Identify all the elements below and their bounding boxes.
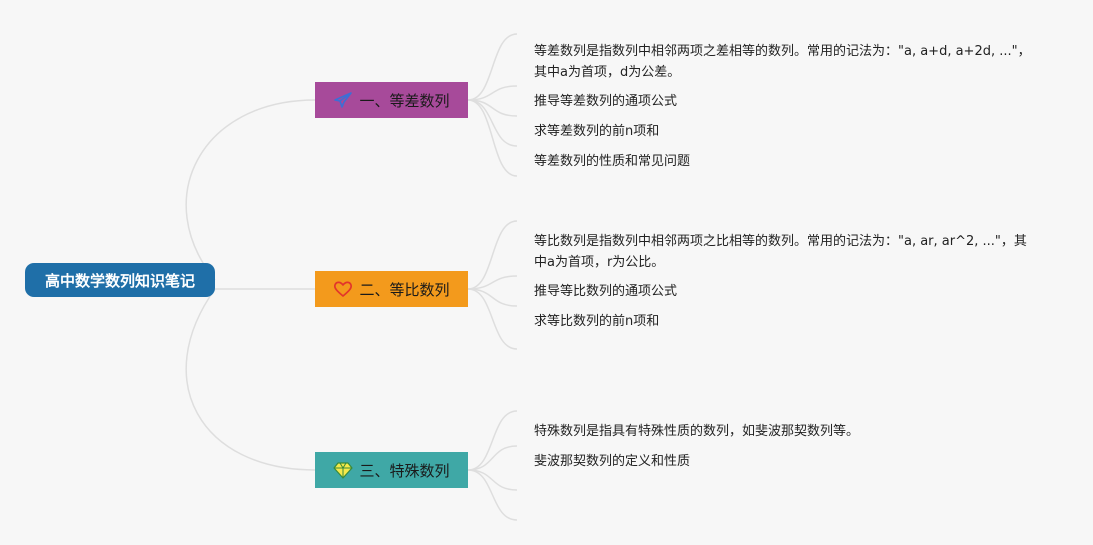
branch-1-leaf-line — [467, 99, 518, 177]
branch-title: 一、等差数列 — [359, 91, 450, 110]
branch-2-leaf-line — [467, 288, 518, 350]
branch-2-leaf-line — [467, 220, 518, 290]
leaf-item[interactable]: 特殊数列是指具有特殊性质的数列，如斐波那契数列等。 — [534, 421, 1034, 442]
leaf-text: 求等比数列的前n项和 — [534, 314, 660, 329]
branch-3-leaf-line — [467, 469, 518, 491]
leaf-item[interactable]: 等差数列的性质和常见问题 — [534, 151, 1034, 172]
branch-node-special[interactable]: 三、特殊数列 — [315, 452, 468, 488]
leaf-text: 求等差数列的前n项和 — [534, 124, 660, 139]
root-to-branch-1-line — [185, 99, 316, 281]
paper-plane-icon — [333, 90, 353, 110]
heart-icon — [333, 279, 353, 299]
leaf-text: 等比数列是指数列中相邻两项之比相等的数列。常用的记法为："a, ar, ar^2… — [534, 234, 1027, 270]
leaf-text: 推导等差数列的通项公式 — [534, 94, 678, 109]
leaf-text: 等差数列是指数列中相邻两项之差相等的数列。常用的记法为："a, a+d, a+2… — [534, 44, 1031, 80]
root-title: 高中数学数列知识笔记 — [44, 271, 195, 290]
leaf-text: 等差数列的性质和常见问题 — [534, 154, 691, 169]
diamond-icon — [333, 460, 354, 480]
leaf-item[interactable]: 求等比数列的前n项和 — [534, 311, 1034, 332]
branch-3-leaf-line — [467, 469, 518, 521]
root-node[interactable]: 高中数学数列知识笔记 — [25, 263, 215, 297]
leaf-text: 特殊数列是指具有特殊性质的数列，如斐波那契数列等。 — [534, 424, 860, 439]
leaf-item[interactable]: 等差数列是指数列中相邻两项之差相等的数列。常用的记法为："a, a+d, a+2… — [534, 41, 1034, 83]
branch-title: 三、特殊数列 — [359, 461, 450, 480]
root-to-branch-3-line — [185, 288, 316, 471]
branch-1-leaf-line — [467, 33, 518, 101]
branch-2-leaf-line — [467, 288, 518, 307]
branch-node-arithmetic[interactable]: 一、等差数列 — [315, 82, 468, 118]
leaf-text: 斐波那契数列的定义和性质 — [534, 454, 691, 469]
leaf-item[interactable]: 推导等差数列的通项公式 — [534, 91, 1034, 112]
leaf-item[interactable]: 推导等比数列的通项公式 — [534, 281, 1034, 302]
branch-3-leaf-line — [467, 445, 518, 471]
branch-node-geometric[interactable]: 二、等比数列 — [315, 271, 468, 307]
branch-title: 二、等比数列 — [359, 280, 450, 299]
branch-2-leaf-line — [467, 275, 518, 290]
leaf-text: 推导等比数列的通项公式 — [534, 284, 678, 299]
leaf-item[interactable]: 求等差数列的前n项和 — [534, 121, 1034, 142]
leaf-item[interactable]: 等比数列是指数列中相邻两项之比相等的数列。常用的记法为："a, ar, ar^2… — [534, 231, 1034, 273]
branch-1-leaf-line — [467, 85, 518, 101]
leaf-item[interactable]: 斐波那契数列的定义和性质 — [534, 451, 1034, 472]
branch-3-leaf-line — [467, 410, 518, 471]
